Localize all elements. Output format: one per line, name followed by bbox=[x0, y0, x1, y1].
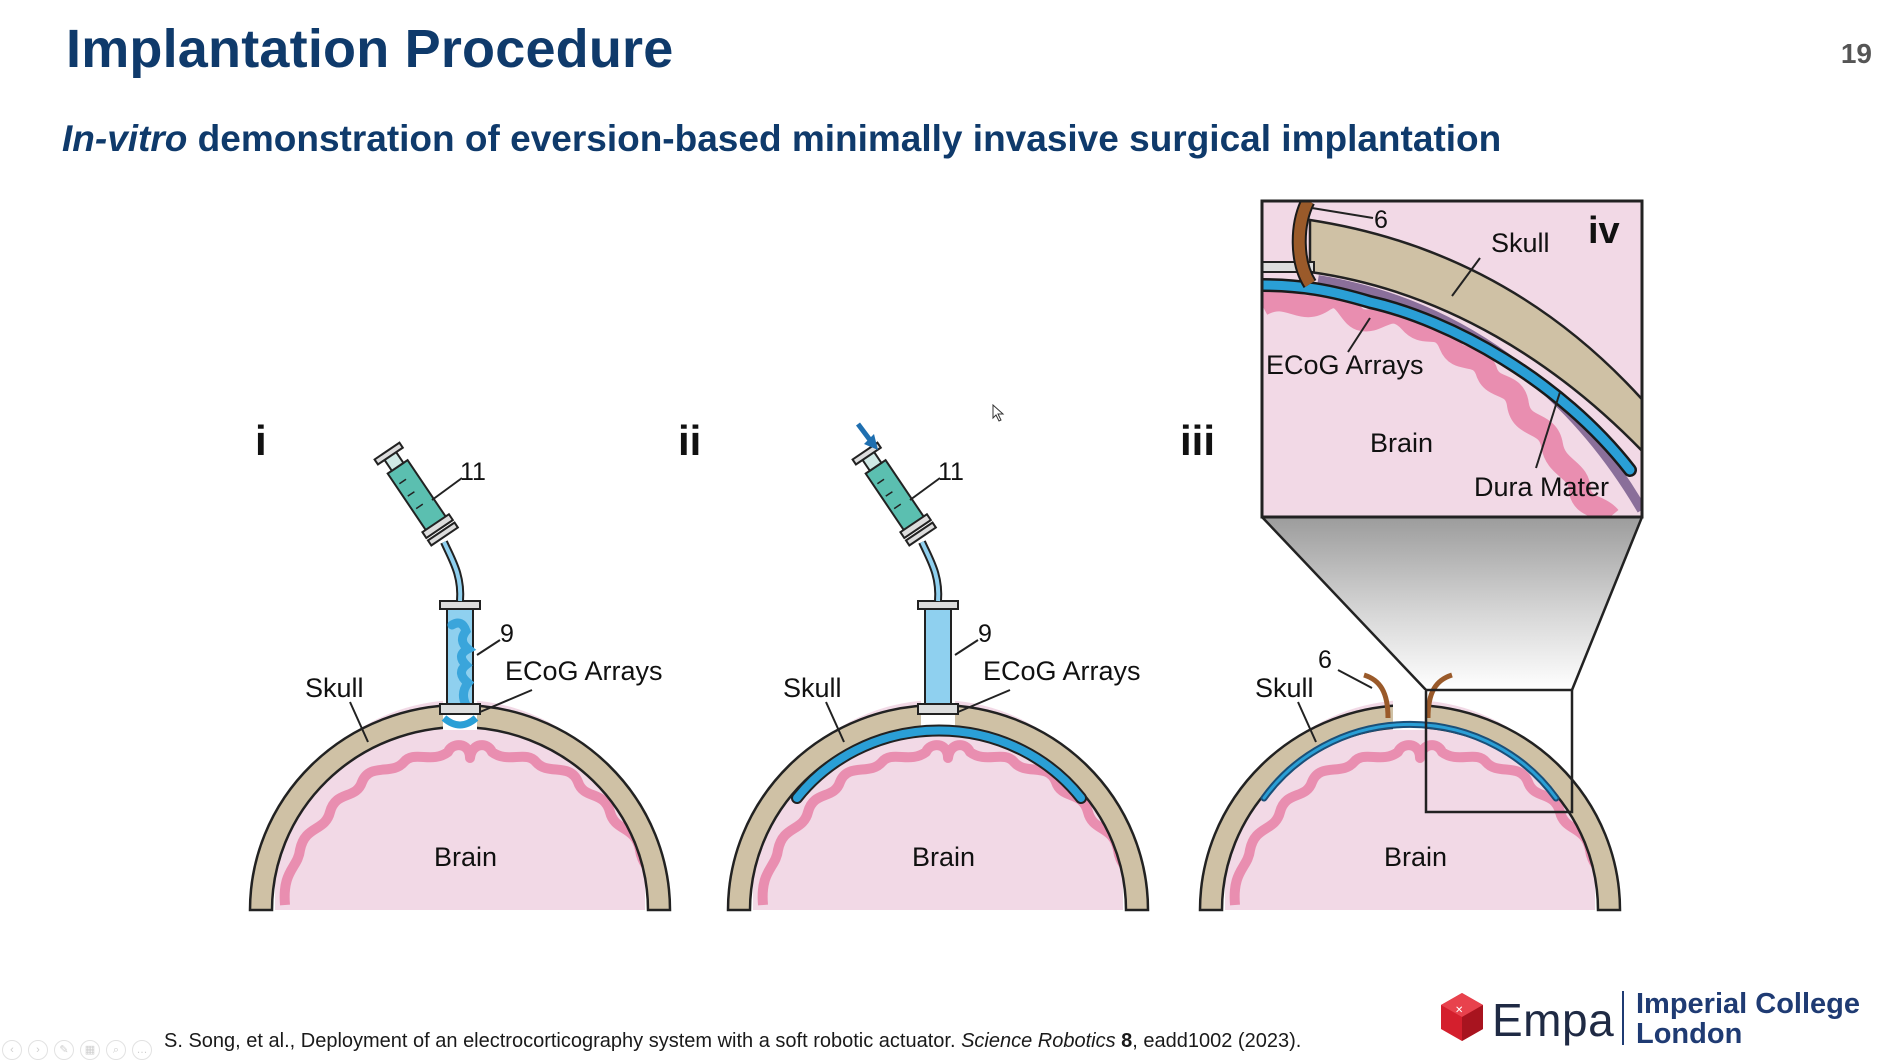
citation-rest: , eadd1002 (2023). bbox=[1132, 1030, 1302, 1052]
more-icon[interactable]: … bbox=[132, 1040, 152, 1060]
skull-iv bbox=[1308, 218, 1642, 453]
folded-array-i bbox=[447, 618, 477, 710]
logo-area: ✕ Empa Imperial College London bbox=[1436, 985, 1866, 1055]
catheter-ii bbox=[924, 607, 952, 713]
skull-i bbox=[248, 703, 672, 912]
skull-label-iv: Skull bbox=[1491, 228, 1550, 258]
panel-i: i 11 9 ECoG Array bbox=[248, 417, 672, 912]
ecog-label-ii: ECoG Arrays bbox=[983, 656, 1141, 686]
callout-9-ii: 9 bbox=[978, 620, 992, 648]
ecog-label-i: ECoG Arrays bbox=[505, 656, 663, 686]
zoom-region-box bbox=[1424, 688, 1574, 814]
mouse-cursor-icon bbox=[992, 404, 1005, 422]
citation-journal: Science Robotics bbox=[961, 1030, 1116, 1052]
callout-11-i: 11 bbox=[460, 458, 486, 486]
syringe-i bbox=[373, 441, 460, 547]
slide-subtitle: In-vitro demonstration of eversion-based… bbox=[62, 118, 1501, 160]
ecog-label-iv: ECoG Arrays bbox=[1266, 350, 1424, 380]
citation-text: S. Song, et al., Deployment of an electr… bbox=[164, 1030, 962, 1052]
panel-label-iv: iv bbox=[1588, 210, 1620, 252]
skull-label-iii: Skull bbox=[1255, 673, 1314, 703]
empa-logo-text: Empa bbox=[1492, 994, 1615, 1046]
pen-icon[interactable]: ✎ bbox=[54, 1040, 74, 1060]
brain-label-i: Brain bbox=[434, 842, 497, 872]
callout-11-ii: 11 bbox=[938, 458, 964, 486]
panel-label-ii: ii bbox=[678, 417, 701, 464]
handle-left-iii bbox=[1363, 672, 1391, 719]
citation: S. Song, et al., Deployment of an electr… bbox=[164, 1030, 1301, 1053]
panel-label-i: i bbox=[255, 417, 267, 464]
slides-icon[interactable]: ▦ bbox=[80, 1040, 100, 1060]
zoom-icon[interactable]: ⌕ bbox=[106, 1040, 126, 1060]
handle-right-iii bbox=[1425, 672, 1453, 719]
slide-number: 19 bbox=[1840, 38, 1872, 69]
dura-label-iv: Dura Mater bbox=[1474, 472, 1609, 502]
empa-logo-icon: ✕ bbox=[1441, 993, 1483, 1041]
svg-text:✕: ✕ bbox=[1455, 1005, 1463, 1016]
panel-ii: ii 11 9 ECoG Arrays bbox=[678, 417, 1150, 912]
presentation-toolbar: ‹ › ✎ ▦ ⌕ … bbox=[2, 1040, 152, 1060]
skull-label-ii: Skull bbox=[783, 673, 842, 703]
inset-iv: iv 6 Skull ECoG Arrays Brain Dura Mater bbox=[1260, 199, 1644, 519]
subtitle-rest: demonstration of eversion-based minimall… bbox=[187, 118, 1502, 159]
imperial-line2: London bbox=[1636, 1018, 1743, 1050]
callout-6-iv: 6 bbox=[1374, 206, 1388, 234]
brain-label-iii: Brain bbox=[1384, 842, 1447, 872]
citation-volume: 8 bbox=[1121, 1030, 1133, 1052]
panel-iii: iii 6 Skull Brain bbox=[1180, 417, 1644, 912]
prev-icon[interactable]: ‹ bbox=[2, 1040, 22, 1060]
logo-divider bbox=[1622, 991, 1624, 1045]
push-arrow-icon bbox=[856, 422, 878, 450]
tube-base-i bbox=[439, 703, 481, 715]
ecog-array-i bbox=[441, 715, 479, 729]
tube-cap-i bbox=[439, 600, 481, 610]
callout-6-iii: 6 bbox=[1318, 646, 1332, 674]
gyri-i bbox=[279, 740, 661, 906]
syringe-ii bbox=[851, 441, 938, 547]
skull-label-i: Skull bbox=[305, 673, 364, 703]
brain-label-iv: Brain bbox=[1370, 428, 1433, 458]
subtitle-italic: In-vitro bbox=[62, 118, 188, 159]
zoom-funnel bbox=[1262, 517, 1642, 690]
panel-label-iii: iii bbox=[1180, 417, 1215, 464]
next-icon[interactable]: › bbox=[28, 1040, 48, 1060]
gyri-ii bbox=[757, 740, 1139, 906]
brain-i bbox=[275, 700, 645, 910]
tube-base-iv bbox=[1262, 261, 1315, 273]
imperial-line1: Imperial College bbox=[1636, 988, 1861, 1020]
brain-label-ii: Brain bbox=[912, 842, 975, 872]
imperial-logo-text: Imperial College London bbox=[1636, 989, 1860, 1049]
slide-title: Implantation Procedure bbox=[66, 19, 674, 79]
callout-9-i: 9 bbox=[500, 620, 514, 648]
